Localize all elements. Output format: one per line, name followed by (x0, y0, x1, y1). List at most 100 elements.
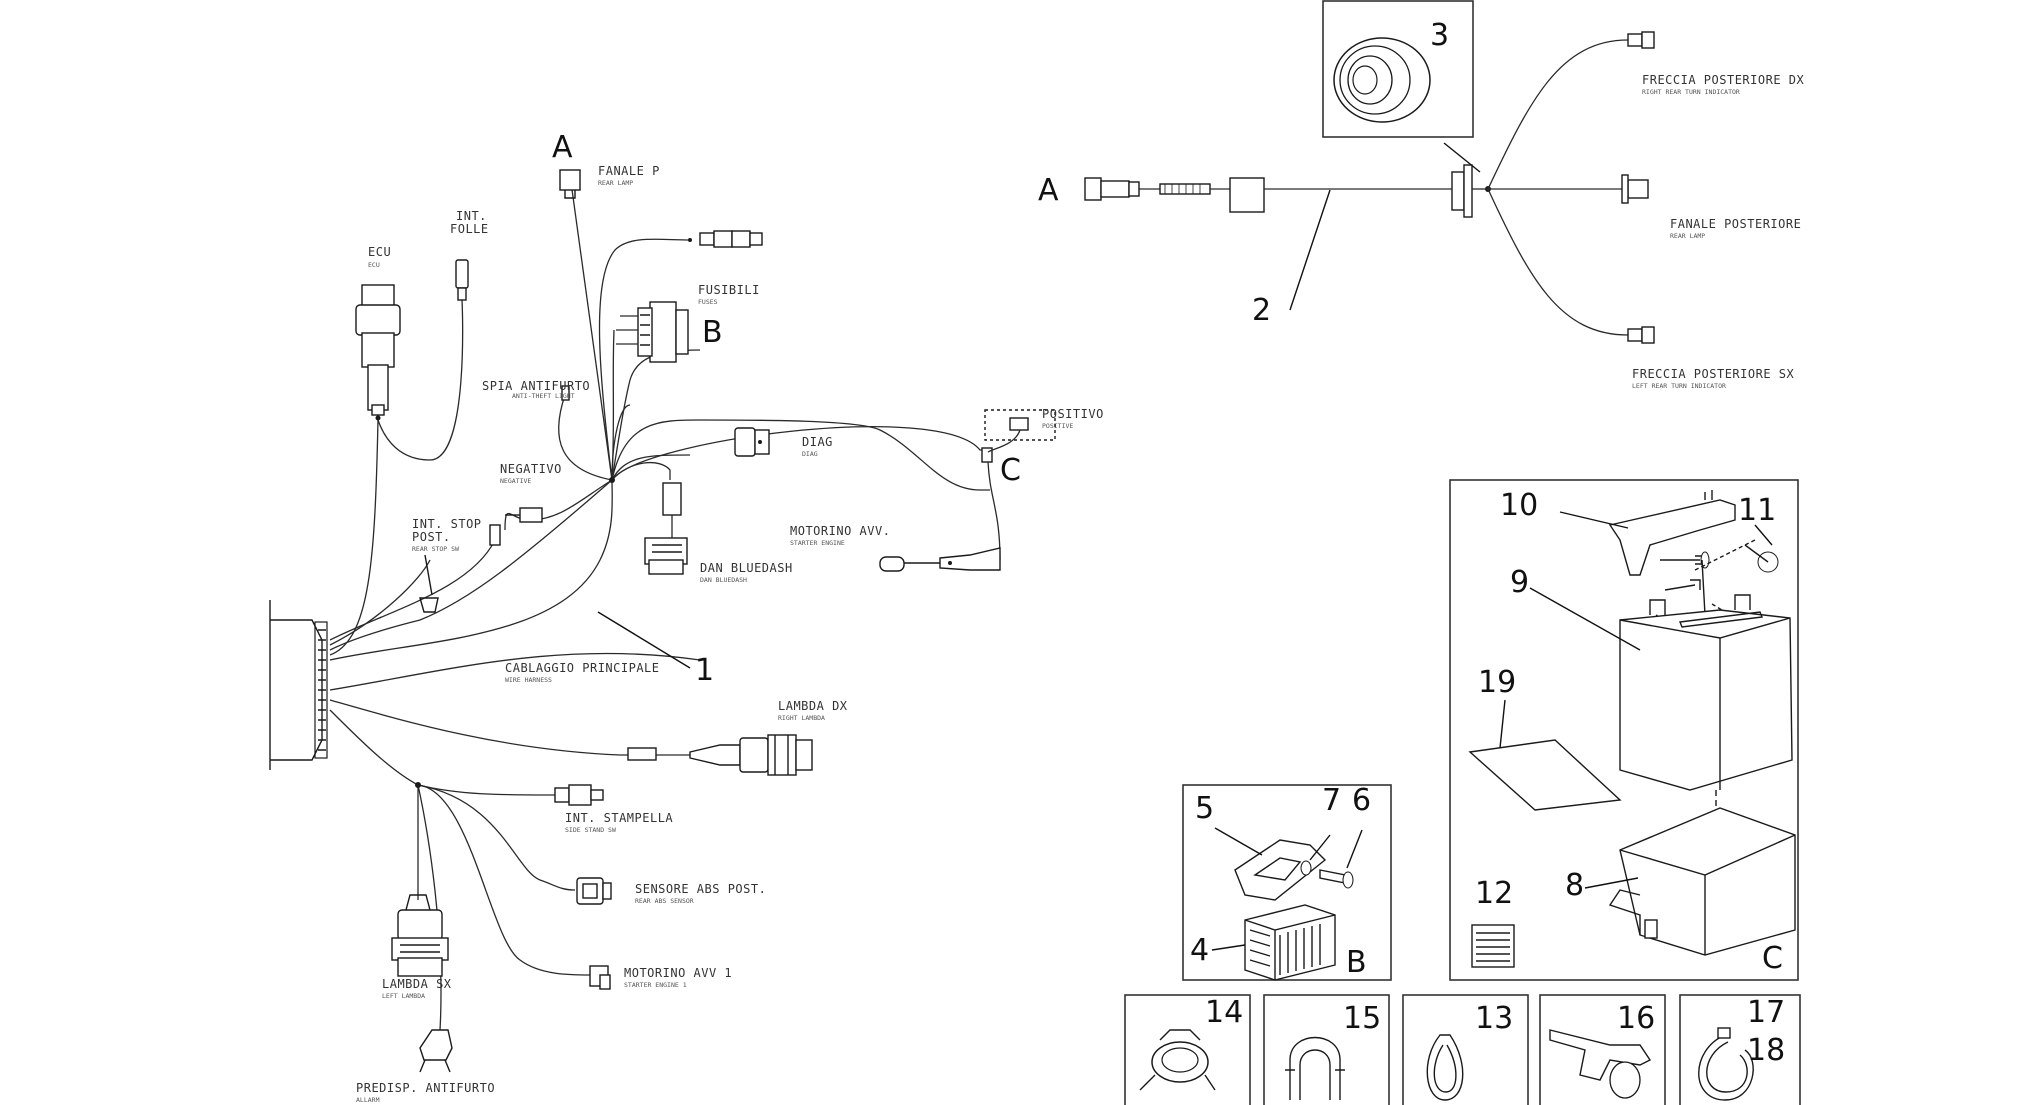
part-number-5: 5 (1195, 791, 1214, 826)
letter-b-fuse-box: B (1346, 945, 1367, 980)
label-fusibili: FUSIBILI (698, 283, 760, 297)
label-motorino-avv: MOTORINO AVV. (790, 524, 890, 538)
sublabel-freccia-sx: LEFT REAR TURN INDICATOR (1632, 382, 1726, 390)
sublabel-spia-antifurto: ANTI-THEFT LIGHT (512, 392, 575, 400)
part-number-14: 14 (1205, 995, 1243, 1030)
label-diag: DIAG (802, 435, 833, 449)
label-int-folle-2: FOLLE (450, 222, 489, 236)
starter-engine-1-connector (589, 965, 611, 990)
grommet-box-3 (1322, 0, 1474, 138)
sublabel-fusibili: FUSES (698, 298, 718, 306)
part-number-3: 3 (1430, 18, 1449, 53)
clip-15 (1285, 1036, 1345, 1100)
label-lambda-dx: LAMBDA DX (778, 699, 848, 713)
letter-c-main: C (1000, 453, 1021, 488)
sublabel-diag: DIAG (802, 450, 818, 458)
part-number-10: 10 (1500, 488, 1538, 523)
sublabel-freccia-dx: RIGHT REAR TURN INDICATOR (1642, 88, 1740, 96)
sublabel-int-stop: REAR STOP SW (412, 545, 459, 553)
label-dan-bluedash: DAN BLUEDASH (700, 561, 793, 575)
sublabel-int-stampella: SIDE STAND SW (565, 826, 616, 834)
sublabel-lambda-sx: LEFT LAMBDA (382, 992, 425, 1000)
label-int-stop-2: POST. (412, 530, 451, 544)
clamp-box-14 (1124, 994, 1251, 1105)
sublabel-motorino-avv-1: STARTER ENGINE 1 (624, 981, 687, 989)
part-number-7: 7 (1322, 783, 1341, 818)
label-cablaggio-principale: CABLAGGIO PRINCIPALE (505, 661, 660, 675)
label-spia-antifurto: SPIA ANTIFURTO (482, 379, 590, 393)
part-number-1: 1 (695, 653, 714, 688)
part-number-labels: 1 2 3 4 5 6 7 8 9 10 11 12 13 14 15 16 1… (695, 18, 1785, 1068)
label-int-stop-1: INT. STOP (412, 517, 482, 531)
part-number-11: 11 (1738, 493, 1776, 528)
sublabel-cablaggio-principale: WIRE HARNESS (505, 676, 552, 684)
rear-lamp-connector-a (559, 169, 581, 199)
part-number-19: 19 (1478, 665, 1516, 700)
sublabel-sensore-abs: REAR ABS SENSOR (635, 897, 694, 905)
alarm-preset-connector (419, 1029, 453, 1073)
part-number-8: 8 (1565, 868, 1584, 903)
label-lambda-sx: LAMBDA SX (382, 977, 452, 991)
ecu-connector (355, 284, 401, 421)
label-sensore-abs: SENSORE ABS POST. (635, 882, 766, 896)
strap-box-17-18 (1679, 994, 1801, 1105)
sublabel-fanale-posteriore: REAR LAMP (1670, 232, 1705, 240)
bracket-box-16 (1539, 994, 1666, 1105)
lambda-dx-connector (627, 734, 813, 776)
strap-17-18 (1698, 1027, 1754, 1101)
letter-b-main: B (702, 315, 723, 350)
label-negativo: NEGATIVO (500, 462, 562, 476)
fuse-box-detail (1211, 827, 1363, 981)
label-predisp-antifurto: PREDISP. ANTIFURTO (356, 1081, 495, 1095)
clamp-14 (1139, 1029, 1216, 1091)
letter-c-battery-box: C (1762, 941, 1783, 976)
sublabel-motorino-avv: STARTER ENGINE (790, 539, 845, 547)
part-number-12: 12 (1475, 876, 1513, 911)
clip-box-15 (1263, 994, 1390, 1105)
diag-connector (734, 427, 770, 457)
band-box-13 (1402, 994, 1529, 1105)
sublabel-negativo: NEGATIVE (500, 477, 531, 485)
sublabel-dan-bluedash: DAN BLUEDASH (700, 576, 747, 584)
connector-letter-labels: A B C A B C (552, 130, 1783, 980)
fuse-box-detail-b (1182, 784, 1392, 981)
negative-terminal (505, 507, 543, 523)
sublabel-lambda-dx: RIGHT LAMBDA (778, 714, 825, 722)
fuse-box-b (616, 301, 689, 363)
label-int-folle-1: INT. (456, 209, 487, 223)
label-freccia-dx: FRECCIA POSTERIORE DX (1642, 73, 1804, 87)
bracket-16 (1549, 1029, 1652, 1099)
label-motorino-avv-1: MOTORINO AVV 1 (624, 966, 732, 980)
part-number-9: 9 (1510, 565, 1529, 600)
sublabel-fanale-p: REAR LAMP (598, 179, 633, 187)
part-number-13: 13 (1475, 1001, 1513, 1036)
label-freccia-sx: FRECCIA POSTERIORE SX (1632, 367, 1794, 381)
anti-theft-light (561, 385, 570, 401)
part-number-4: 4 (1190, 933, 1209, 968)
sublabel-ecu: ECU (368, 261, 380, 269)
label-int-stampella: INT. STAMPELLA (565, 811, 673, 825)
grommet-3 (1333, 37, 1431, 123)
component-labels: FANALE P REAR LAMP INT. FOLLE ECU ECU FU… (356, 73, 1804, 1104)
sublabel-positivo: POSITIVE (1042, 422, 1073, 430)
part-number-6: 6 (1352, 783, 1371, 818)
label-ecu: ECU (368, 245, 391, 259)
letter-a-main: A (552, 130, 573, 165)
starter-engine-cable (879, 547, 1001, 572)
part-number-2: 2 (1252, 293, 1271, 328)
rear-sub-harness (1084, 31, 1655, 344)
part-number-17: 17 (1747, 995, 1785, 1030)
label-fanale-posteriore: FANALE POSTERIORE (1670, 217, 1801, 231)
label-positivo: POSITIVO (1042, 407, 1104, 421)
part-number-16: 16 (1617, 1001, 1655, 1036)
battery-detail (1468, 490, 1796, 968)
rear-stop-switch (419, 524, 501, 613)
positive-terminal-c (981, 409, 1056, 561)
sublabel-predisp-antifurto: ALLARM (356, 1096, 380, 1104)
part-number-15: 15 (1343, 1001, 1381, 1036)
rear-abs-sensor-connector (576, 877, 612, 905)
battery-box-c (1449, 479, 1799, 981)
part-number-18: 18 (1747, 1033, 1785, 1068)
band-13 (1426, 1034, 1464, 1101)
